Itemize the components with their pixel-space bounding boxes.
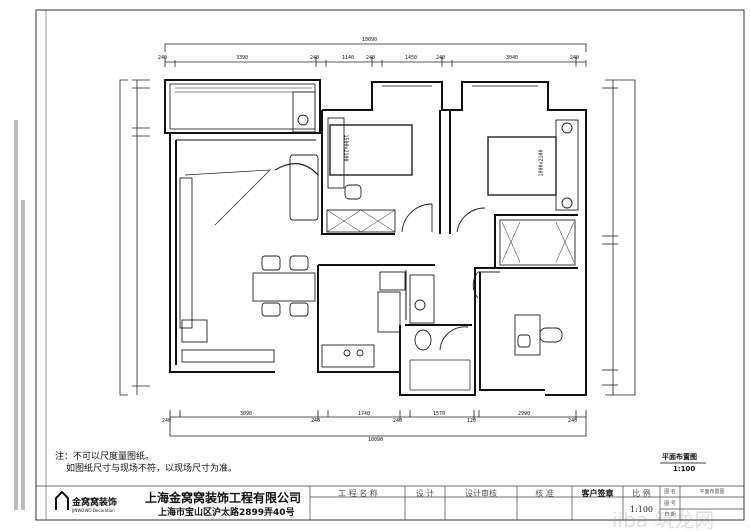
dim-top: 240 [436,55,446,61]
label-drawing-number: 图 号 [664,501,676,507]
header-design: 设 计 [415,489,435,498]
furniture [179,91,579,391]
washing-machine [292,91,316,133]
bed-2 [487,136,557,196]
header-project-name: 工 程 名 称 [338,489,378,498]
header-design-review: 设计审核 [465,489,497,498]
header-approval: 核 准 [535,489,554,498]
logo-subtext: JINWOWO Decoration [72,508,115,513]
company-address: 上海市宝山区沪太路2899弄40号 [158,508,295,518]
walls [164,79,587,396]
logo-text: 金窝窝装饰 [72,498,118,508]
bottom-dimension-lines [169,410,587,437]
kitchen-counter [321,344,375,368]
sofa [289,154,319,221]
note-line-2: 如图纸尺寸与现场不符，以现场尺寸为准。 [66,464,238,474]
dim-top-total: 10090 [362,37,378,43]
title-block-grid [36,462,744,520]
label-date: 日 期 [664,512,676,518]
bed-1-size: 1500x2100 [342,134,349,162]
company-name: 上海金窝窝装饰工程有限公司 [145,491,302,505]
dim-top: 1450 [405,55,418,61]
dim-bottom: 120 [467,418,477,424]
binding-margin-text [14,120,25,510]
dim-bottom: 240 [162,418,172,424]
dim-top: 240 [366,55,376,61]
company-logo [55,490,69,510]
scale-value: 1:100 [629,505,654,514]
note-line-1: 注：不可以尺度量图纸。 [55,452,155,462]
dim-bottom: 2990 [518,411,531,417]
label-drawing-name: 图 名 [664,489,676,495]
dining-table [252,272,316,302]
dim-bottom: 1570 [433,411,446,417]
dim-bottom: 3090 [240,411,253,417]
dim-bottom: 240 [311,418,321,424]
dim-bottom: 240 [393,418,403,424]
wardrobe-1 [326,209,396,233]
header-client-signature: 客户签章 [581,488,614,498]
drawing-title: 平面布置图 [662,453,697,461]
dim-top: 1140 [342,55,355,61]
dim-top: 3390 [236,55,249,61]
drawing-scale: 1:100 [673,465,696,473]
dim-top: 240 [158,55,168,61]
dim-top: 240 [570,55,580,61]
dim-bottom-total: 10090 [368,437,384,443]
header-scale: 比 例 [632,489,651,498]
sheet-border [35,9,745,521]
bed-2-size: 1800x2100 [538,149,545,177]
drawing-name-value: 平面布置图 [699,489,725,495]
dim-top: 3040 [506,55,519,61]
dim-top: 240 [310,55,320,61]
side-dimension-lines [119,79,636,396]
watermark: iiba 筑龙网 [612,508,714,531]
bed-1 [329,124,413,176]
svg-text:iiba 筑龙网: iiba 筑龙网 [612,508,714,531]
tv-cabinet [179,177,193,329]
dim-bottom: 1740 [358,411,371,417]
top-dimension-lines [164,43,587,67]
dim-bottom: 240 [568,418,578,424]
shoe-cabinet [181,349,275,363]
